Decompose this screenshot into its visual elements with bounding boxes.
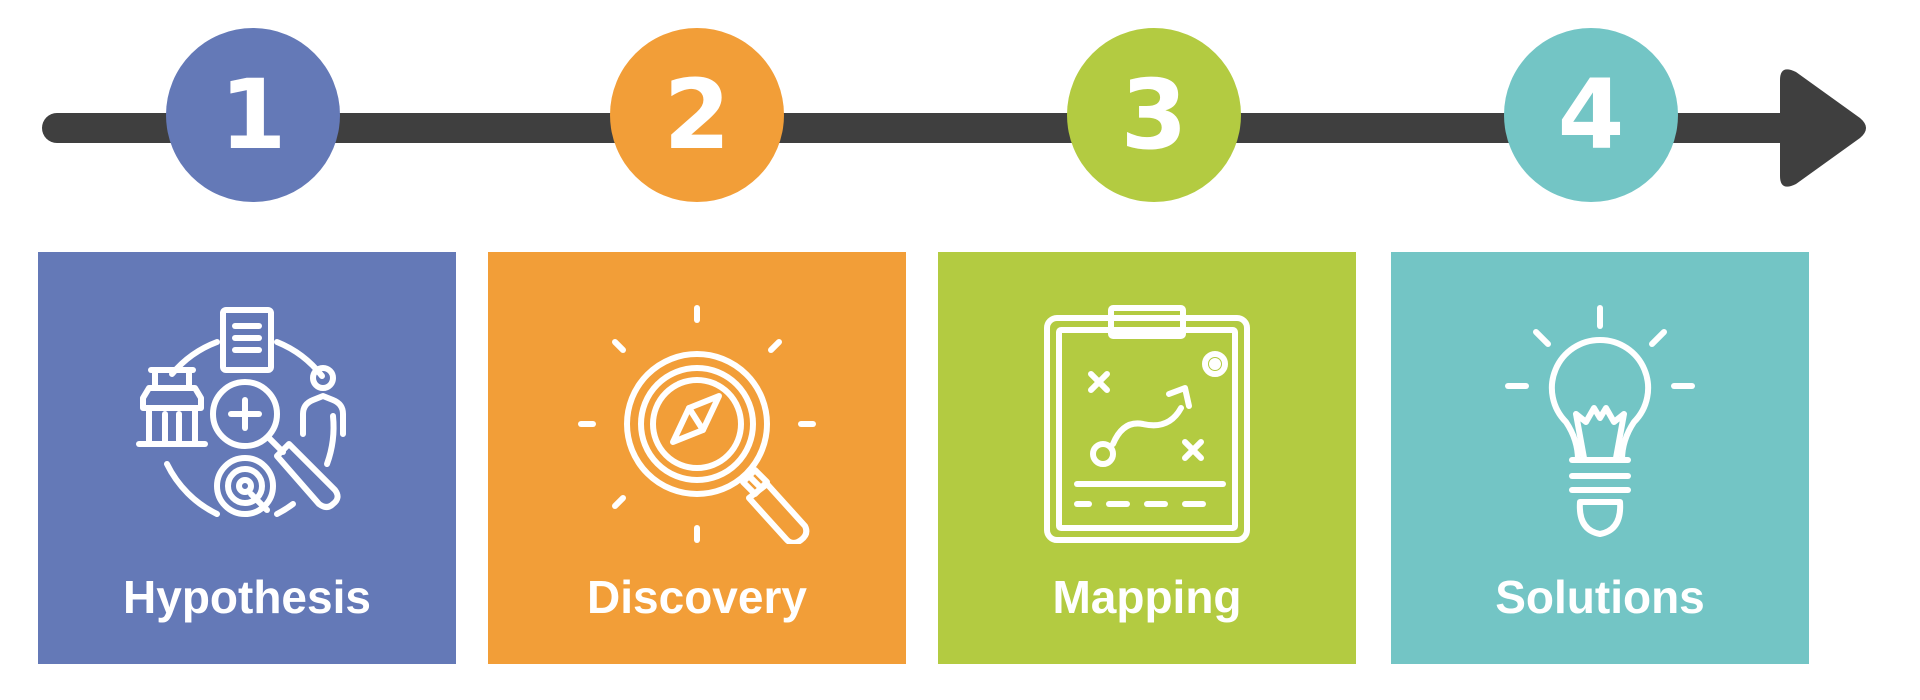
step-card-mapping: Mapping <box>938 252 1356 664</box>
step-card-solutions: Solutions <box>1391 252 1809 664</box>
step-label-solutions: Solutions <box>1495 571 1705 623</box>
step-card-hypothesis: Hypothesis <box>38 252 456 664</box>
step-number-4: 4 <box>1504 28 1678 202</box>
lightbulb-icon <box>1505 305 1695 537</box>
step-card-discovery: Discovery <box>488 252 906 664</box>
step-label-mapping: Mapping <box>1052 571 1242 623</box>
step-number-2: 2 <box>610 28 784 202</box>
research-magnifier-icon <box>136 307 346 517</box>
step-number-3: 3 <box>1067 28 1241 202</box>
step-label-hypothesis: Hypothesis <box>123 571 371 623</box>
step-number-1: 1 <box>166 28 340 202</box>
step-label-discovery: Discovery <box>587 571 807 623</box>
clipboard-strategy-icon <box>1044 305 1250 543</box>
timeline-arrowhead <box>1780 69 1866 187</box>
magnifier-compass-icon <box>578 305 816 544</box>
